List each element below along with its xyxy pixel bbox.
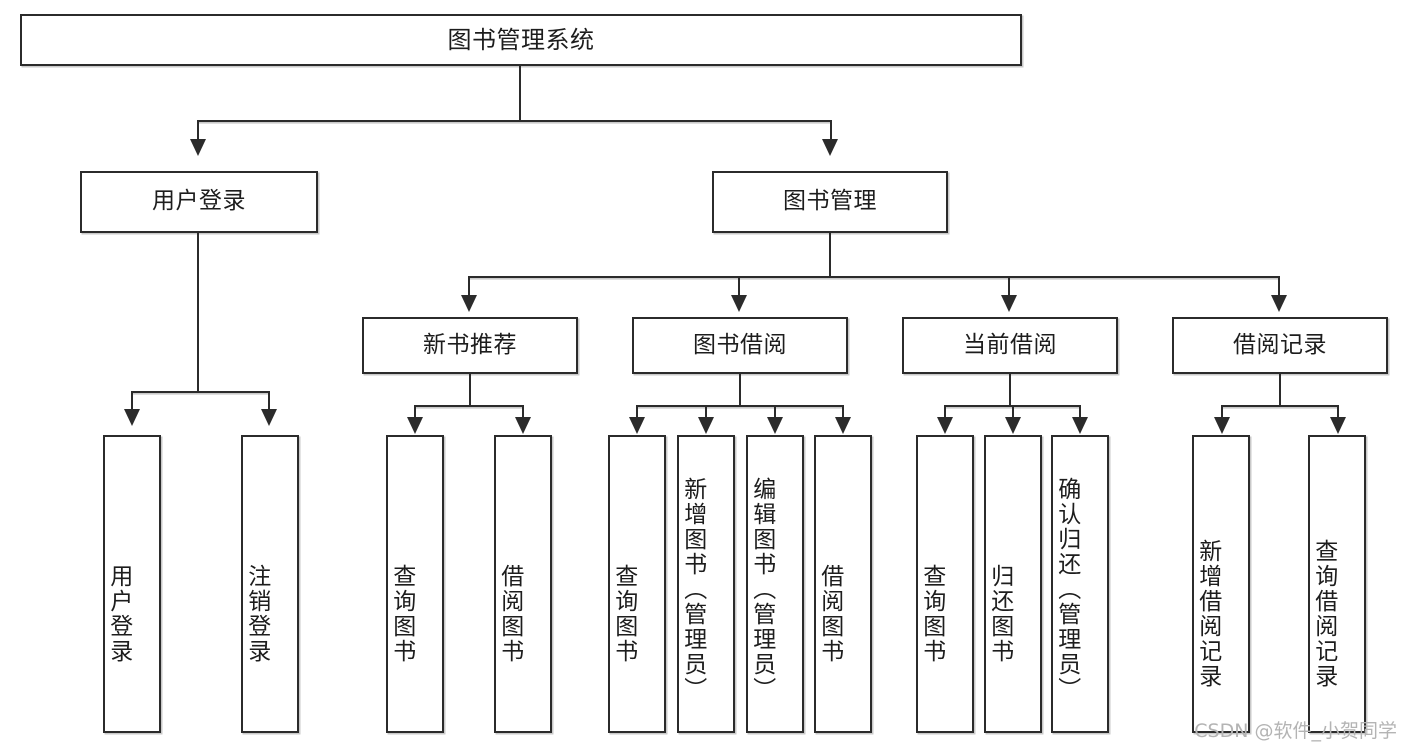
arrow-cb-leaf-1	[937, 417, 953, 434]
connector-bb-drop-3	[774, 405, 777, 419]
node-label: 归还图书	[986, 564, 1013, 664]
connector-level2-drop-1	[468, 276, 471, 297]
connector-root-stem	[519, 66, 522, 121]
arrow-to-borrow-record	[1271, 295, 1287, 312]
arrow-to-book-borrow	[731, 295, 747, 312]
node-root-system[interactable]: 图书管理系统	[20, 14, 1022, 66]
node-label: 编辑图书（管理员）	[748, 476, 775, 702]
leaf-query-borrow-record[interactable]: 查询借阅记录	[1308, 435, 1366, 733]
node-user-login[interactable]: 用户登录	[80, 171, 318, 233]
arrow-to-book-manage	[822, 139, 838, 156]
arrow-nbr-leaf-1	[407, 417, 423, 434]
connector-user-login-bus	[131, 391, 270, 394]
connector-cb-drop-3	[1079, 405, 1082, 419]
connector-br-drop-2	[1337, 405, 1340, 419]
node-label: 借阅图书	[816, 564, 843, 664]
connector-bb-drop-4	[842, 405, 845, 419]
node-label: 借阅图书	[496, 564, 523, 664]
node-label: 当前借阅	[963, 331, 1057, 358]
node-label: 新增图书（管理员）	[679, 476, 706, 702]
node-borrow-record[interactable]: 借阅记录	[1172, 317, 1388, 374]
node-book-manage[interactable]: 图书管理	[712, 171, 948, 233]
connector-book-manage-stem	[829, 233, 832, 278]
connector-br-drop-1	[1221, 405, 1224, 419]
connector-bb-drop-2	[705, 405, 708, 419]
node-label: 图书管理系统	[447, 25, 595, 54]
node-new-book-recommend[interactable]: 新书推荐	[362, 317, 578, 374]
node-label: 新书推荐	[423, 331, 517, 358]
arrow-to-current-borrow	[1001, 295, 1017, 312]
arrow-bb-leaf-3	[767, 417, 783, 434]
connector-level2-drop-2	[738, 276, 741, 297]
connector-cb-drop-1	[944, 405, 947, 419]
connector-nbr-drop-1	[414, 405, 417, 419]
leaf-add-borrow-record[interactable]: 新增借阅记录	[1192, 435, 1250, 733]
arrow-bb-leaf-4	[835, 417, 851, 434]
connector-user-login-stem	[197, 233, 200, 393]
arrow-to-user-login	[190, 139, 206, 156]
arrow-to-leaf-logout	[261, 409, 277, 426]
leaf-logout[interactable]: 注销登录	[241, 435, 299, 733]
leaf-query-book-cb[interactable]: 查询图书	[916, 435, 974, 733]
arrow-cb-leaf-3	[1072, 417, 1088, 434]
node-label: 用户登录	[105, 564, 132, 664]
node-label: 图书管理	[783, 188, 877, 215]
node-label: 新增借阅记录	[1194, 539, 1221, 689]
arrow-cb-leaf-2	[1005, 417, 1021, 434]
leaf-borrow-book-bb[interactable]: 借阅图书	[814, 435, 872, 733]
node-label: 注销登录	[243, 564, 270, 664]
arrow-to-leaf-user-login	[124, 409, 140, 426]
leaf-edit-book-admin[interactable]: 编辑图书（管理员）	[746, 435, 804, 733]
leaf-query-book-bb[interactable]: 查询图书	[608, 435, 666, 733]
connector-nbr-bus	[414, 405, 524, 408]
leaf-return-book[interactable]: 归还图书	[984, 435, 1042, 733]
connector-cb-stem	[1009, 374, 1012, 407]
connector-bb-stem	[739, 374, 742, 407]
leaf-add-book-admin[interactable]: 新增图书（管理员）	[677, 435, 735, 733]
node-label: 借阅记录	[1233, 331, 1327, 358]
leaf-borrow-book-nbr[interactable]: 借阅图书	[494, 435, 552, 733]
connector-nbr-drop-2	[522, 405, 525, 419]
connector-bb-bus	[636, 405, 843, 408]
node-label: 确认归还（管理员）	[1053, 476, 1080, 702]
connector-user-login-drop-2	[268, 391, 271, 412]
connector-level2-drop-3	[1008, 276, 1011, 297]
leaf-user-login[interactable]: 用户登录	[103, 435, 161, 733]
connector-root-drop-right	[830, 120, 833, 141]
connector-user-login-drop-1	[131, 391, 134, 412]
connector-cb-drop-2	[1012, 405, 1015, 419]
node-current-borrow[interactable]: 当前借阅	[902, 317, 1118, 374]
leaf-confirm-return-admin[interactable]: 确认归还（管理员）	[1051, 435, 1109, 733]
connector-book-manage-bus	[468, 276, 1280, 279]
connector-root-drop-left	[197, 120, 200, 141]
arrow-bb-leaf-2	[698, 417, 714, 434]
node-book-borrow[interactable]: 图书借阅	[632, 317, 848, 374]
arrow-br-leaf-2	[1330, 417, 1346, 434]
arrow-nbr-leaf-2	[515, 417, 531, 434]
node-label: 用户登录	[152, 188, 246, 215]
connector-level2-drop-4	[1278, 276, 1281, 297]
connector-root-bus	[197, 120, 832, 123]
node-label: 查询借阅记录	[1310, 539, 1337, 689]
node-label: 图书借阅	[693, 331, 787, 358]
node-label: 查询图书	[918, 564, 945, 664]
node-label: 查询图书	[388, 564, 415, 664]
watermark: CSDN @软件_小贺同学	[1194, 720, 1397, 742]
arrow-br-leaf-1	[1214, 417, 1230, 434]
connector-nbr-stem	[469, 374, 472, 407]
arrow-bb-leaf-1	[629, 417, 645, 434]
arrow-to-new-book-recommend	[461, 295, 477, 312]
connector-bb-drop-1	[636, 405, 639, 419]
connector-br-stem	[1279, 374, 1282, 407]
connector-br-bus	[1221, 405, 1339, 408]
leaf-query-book-nbr[interactable]: 查询图书	[386, 435, 444, 733]
node-label: 查询图书	[610, 564, 637, 664]
